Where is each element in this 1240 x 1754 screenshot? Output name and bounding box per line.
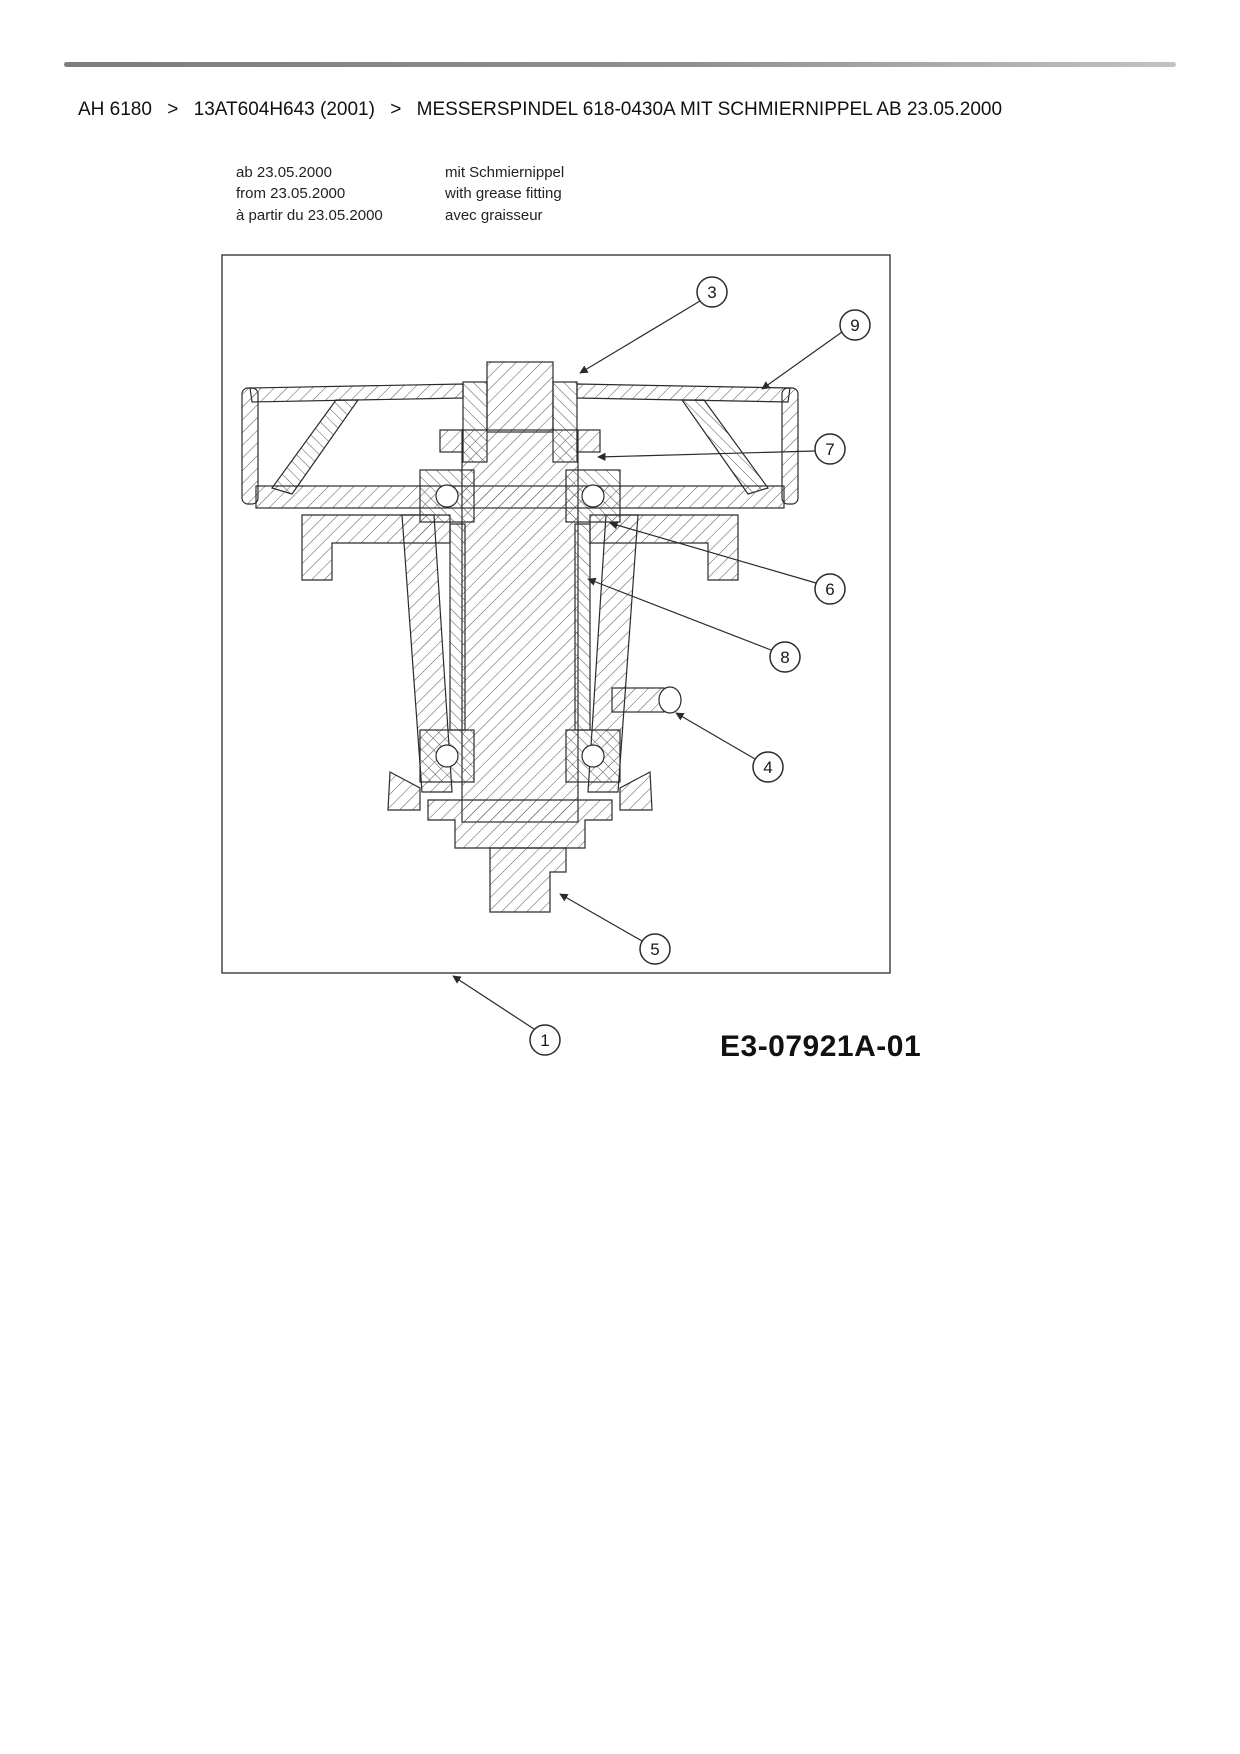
callout-3[interactable]: 3: [696, 276, 728, 308]
bearing-top-left-ball: [435, 484, 459, 508]
leader-7: [597, 450, 816, 461]
breadcrumb-item-variant[interactable]: 13AT604H643 (2001): [193, 99, 375, 120]
callout-4[interactable]: 4: [752, 751, 784, 783]
callout-5-label: 5: [650, 940, 659, 959]
grease-fitting-body: [611, 687, 665, 713]
drawing-code: E3-07921A-01: [720, 1030, 922, 1063]
housing-lip-right: [619, 771, 653, 811]
spindle-diagram: 3 9 7 6 8 4 5 1: [221, 254, 891, 1056]
bearing-bottom-left-ball: [435, 744, 459, 768]
validity-note-line-en: from 23.05.2000: [236, 185, 346, 203]
leader-9: [761, 331, 843, 390]
callout-4-circle[interactable]: [752, 751, 784, 783]
callout-1[interactable]: 1: [529, 1024, 561, 1056]
breadcrumb-separator: >: [390, 99, 402, 120]
callout-9-label: 9: [850, 316, 859, 335]
bearing-bottom-right-ball: [581, 744, 605, 768]
callout-8-circle[interactable]: [769, 641, 801, 673]
callout-8[interactable]: 8: [769, 641, 801, 673]
validity-note: ab 23.05.2000 from 23.05.2000 à partir d…: [236, 162, 383, 226]
callout-7[interactable]: 7: [814, 433, 846, 465]
breadcrumb-item-model[interactable]: AH 6180: [78, 99, 152, 120]
spacer-sleeve-left: [449, 523, 466, 731]
spacer-sleeve-right: [574, 523, 591, 731]
feature-note: mit Schmiernippel with grease fitting av…: [445, 162, 564, 226]
callout-5-circle[interactable]: [639, 933, 671, 965]
feature-note-line-fr: avec graisseur: [445, 206, 543, 224]
callout-3-circle[interactable]: [696, 276, 728, 308]
pulley-rim-left: [241, 387, 259, 505]
leader-5: [559, 893, 643, 942]
callout-9-circle[interactable]: [839, 309, 871, 341]
spindle-shaft: [427, 361, 613, 913]
validity-note-line-de: ab 23.05.2000: [236, 164, 332, 181]
validity-note-line-fr: à partir du 23.05.2000: [236, 206, 383, 224]
shaft-top: [486, 361, 554, 433]
callout-3-label: 3: [707, 283, 716, 302]
callout-1-label: 1: [540, 1031, 549, 1050]
callout-6[interactable]: 6: [814, 573, 846, 605]
callout-8-label: 8: [780, 648, 789, 667]
callout-6-label: 6: [825, 580, 834, 599]
callout-5[interactable]: 5: [639, 933, 671, 965]
callout-9[interactable]: 9: [839, 309, 871, 341]
leader-1: [452, 975, 535, 1030]
hub-step-right: [576, 429, 601, 453]
callout-1-circle[interactable]: [529, 1024, 561, 1056]
leader-lines: [452, 300, 843, 1030]
bearing-top: [419, 469, 621, 523]
leader-6: [609, 521, 817, 584]
bearing-bottom: [419, 729, 621, 783]
callout-6-circle[interactable]: [814, 573, 846, 605]
leader-3: [579, 300, 701, 374]
shaft-bottom-end: [489, 847, 567, 913]
callout-7-label: 7: [825, 440, 834, 459]
leader-4: [675, 712, 756, 760]
feature-note-line-de: mit Schmiernippel: [445, 164, 565, 181]
callout-4-label: 4: [763, 758, 772, 777]
leader-8: [587, 577, 772, 651]
feature-note-line-en: with grease fitting: [445, 185, 562, 203]
pulley: [241, 381, 799, 509]
callout-7-circle[interactable]: [814, 433, 846, 465]
grease-fitting-cap: [658, 686, 682, 714]
breadcrumb-item-assembly: MESSERSPINDEL 618-0430A MIT SCHMIERNIPPE…: [416, 99, 1003, 120]
breadcrumb: AH 6180 > 13AT604H643 (2001) > MESSERSPI…: [78, 98, 1198, 123]
housing-lip-left: [387, 771, 421, 811]
grease-fitting: [611, 686, 682, 714]
hub-step-left: [439, 429, 464, 453]
pulley-rim-right: [781, 387, 799, 505]
top-divider: [64, 62, 1176, 67]
bearing-top-right-ball: [581, 484, 605, 508]
shaft-middle: [461, 429, 579, 823]
shaft-lower-block: [427, 799, 613, 849]
spindle-housing: [301, 514, 739, 811]
breadcrumb-separator: >: [167, 99, 179, 120]
